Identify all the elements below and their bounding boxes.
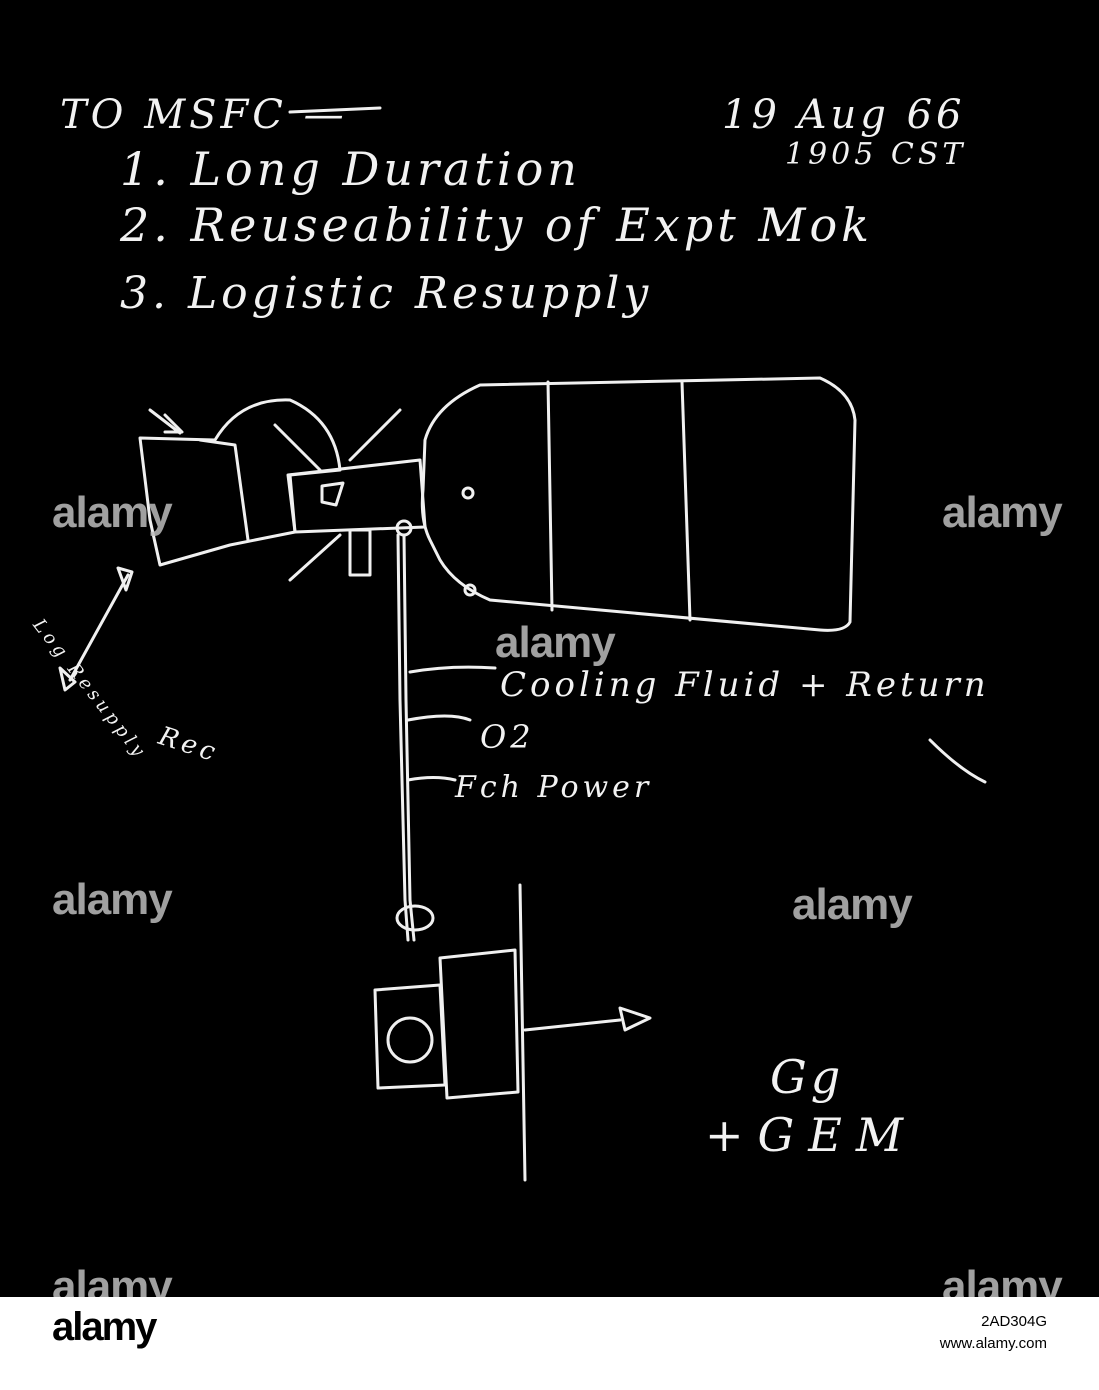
watermark: alamy	[52, 488, 173, 537]
workshop-segment-line	[546, 380, 554, 612]
watermark: alamy	[52, 875, 173, 924]
label-power: Fch Power	[455, 770, 653, 805]
umbilical-box	[348, 528, 372, 577]
note-time: 1905 CST	[785, 137, 967, 172]
adapter-window	[320, 481, 345, 507]
footer-bar: alamy 2AD304G www.alamy.com	[0, 1297, 1099, 1390]
note-item-3: 3. Logistic Resupply	[120, 268, 653, 319]
panel-box	[438, 948, 520, 1100]
label-o2: O2	[480, 718, 535, 756]
watermark: alamy	[495, 618, 616, 667]
power-leader	[406, 776, 457, 782]
umbilical-line	[396, 533, 410, 942]
signature-initials: +GEM	[705, 1108, 917, 1162]
note-item-2: 2. Reuseability of Expt Mok	[120, 198, 874, 252]
note-to-line: TO MSFC —	[60, 92, 348, 138]
watermark: alamy	[942, 488, 1063, 537]
label-cooling: Cooling Fluid + Return	[500, 665, 990, 705]
wall-line	[518, 883, 527, 1182]
image-id: 2AD304G	[981, 1313, 1047, 1330]
space-station-sketch	[58, 106, 987, 1182]
control-dial	[386, 1016, 434, 1064]
footer-id-block: 2AD304G www.alamy.com	[940, 1311, 1047, 1355]
site-url[interactable]: www.alamy.com	[939, 1335, 1047, 1352]
control-box	[373, 983, 447, 1090]
to-underline	[288, 106, 382, 114]
footer-logo: alamy	[52, 1305, 157, 1349]
o2-leader	[406, 714, 472, 722]
watermark: alamy	[792, 880, 913, 929]
note-item-1: 1. Long Duration	[120, 142, 581, 196]
arrow-icon	[163, 413, 184, 434]
cooling-leader	[408, 665, 497, 674]
command-module-edge	[198, 438, 250, 542]
logistics-arrow	[68, 573, 130, 682]
hatch-circle	[463, 583, 477, 597]
coupling-ring	[395, 904, 435, 932]
signature-scrawl: Gg	[770, 1050, 845, 1104]
note-date: 19 Aug 66	[722, 92, 966, 138]
hatch-circle	[461, 486, 475, 500]
output-arrow	[523, 1018, 622, 1032]
command-module	[138, 398, 342, 567]
workshop-segment-line	[680, 380, 692, 622]
workshop-cylinder	[420, 376, 857, 632]
